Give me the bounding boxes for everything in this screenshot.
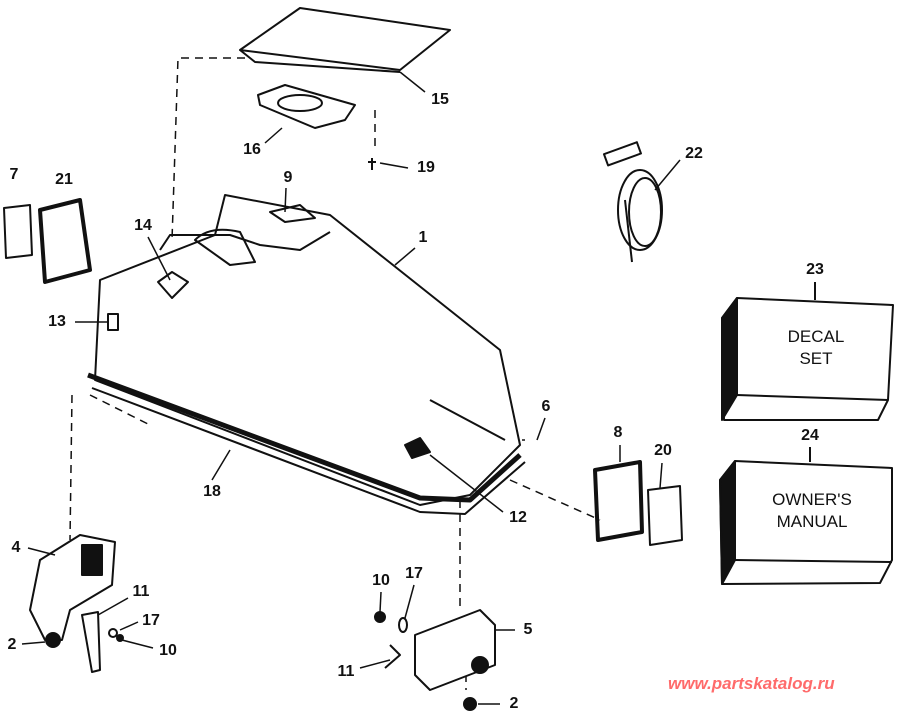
callout-7: 7 — [9, 166, 19, 183]
callout-11: 11 — [337, 663, 355, 680]
callout-17: 17 — [405, 565, 423, 582]
callout-9: 9 — [283, 169, 293, 186]
callout-20: 20 — [654, 442, 672, 459]
callout-14: 14 — [134, 217, 152, 234]
part-7-decal — [3, 204, 33, 259]
part-19-screw — [368, 158, 376, 170]
callout-5: 5 — [523, 621, 533, 638]
part-15-cover — [239, 7, 451, 71]
callout-17: 17 — [142, 612, 160, 629]
callout-16: 16 — [243, 141, 261, 158]
part-20-decal — [647, 485, 683, 546]
callout-23: 23 — [806, 261, 824, 278]
callout-2: 2 — [509, 695, 519, 712]
part-16-seal — [257, 84, 356, 129]
callout-13: 13 — [48, 313, 66, 330]
decal-set-label: DECAL SET — [787, 327, 845, 368]
callout-18: 18 — [203, 483, 221, 500]
callout-2: 2 — [7, 636, 17, 653]
part-13-plug — [107, 313, 119, 331]
callout-8: 8 — [613, 424, 623, 441]
callout-12: 12 — [509, 509, 527, 526]
callout-10: 10 — [159, 642, 177, 659]
part-23-decal-box — [721, 282, 894, 421]
owners-manual-label: OWNER'S MANUAL — [772, 490, 852, 531]
part-21-gasket — [38, 198, 92, 284]
part-18-seal — [87, 372, 522, 503]
part-1-cowl — [94, 194, 521, 506]
part-12-latch — [404, 437, 431, 459]
watermark: www.partskatalog.ru — [668, 674, 835, 693]
callout-19: 19 — [417, 159, 435, 176]
part-5-plate — [414, 609, 496, 691]
callout-22: 22 — [685, 145, 703, 162]
callout-11: 11 — [132, 583, 150, 600]
part-8-gasket — [593, 460, 644, 542]
callout-6: 6 — [541, 398, 551, 415]
part-24-manual-box — [719, 447, 893, 585]
callout-15: 15 — [431, 91, 449, 108]
callout-1: 1 — [418, 229, 428, 246]
callout-21: 21 — [55, 171, 73, 188]
part-11-clip — [81, 611, 101, 673]
callout-24: 24 — [801, 427, 819, 444]
part-22-cable — [602, 141, 663, 263]
callout-10: 10 — [372, 572, 390, 589]
callout-4: 4 — [11, 539, 21, 556]
